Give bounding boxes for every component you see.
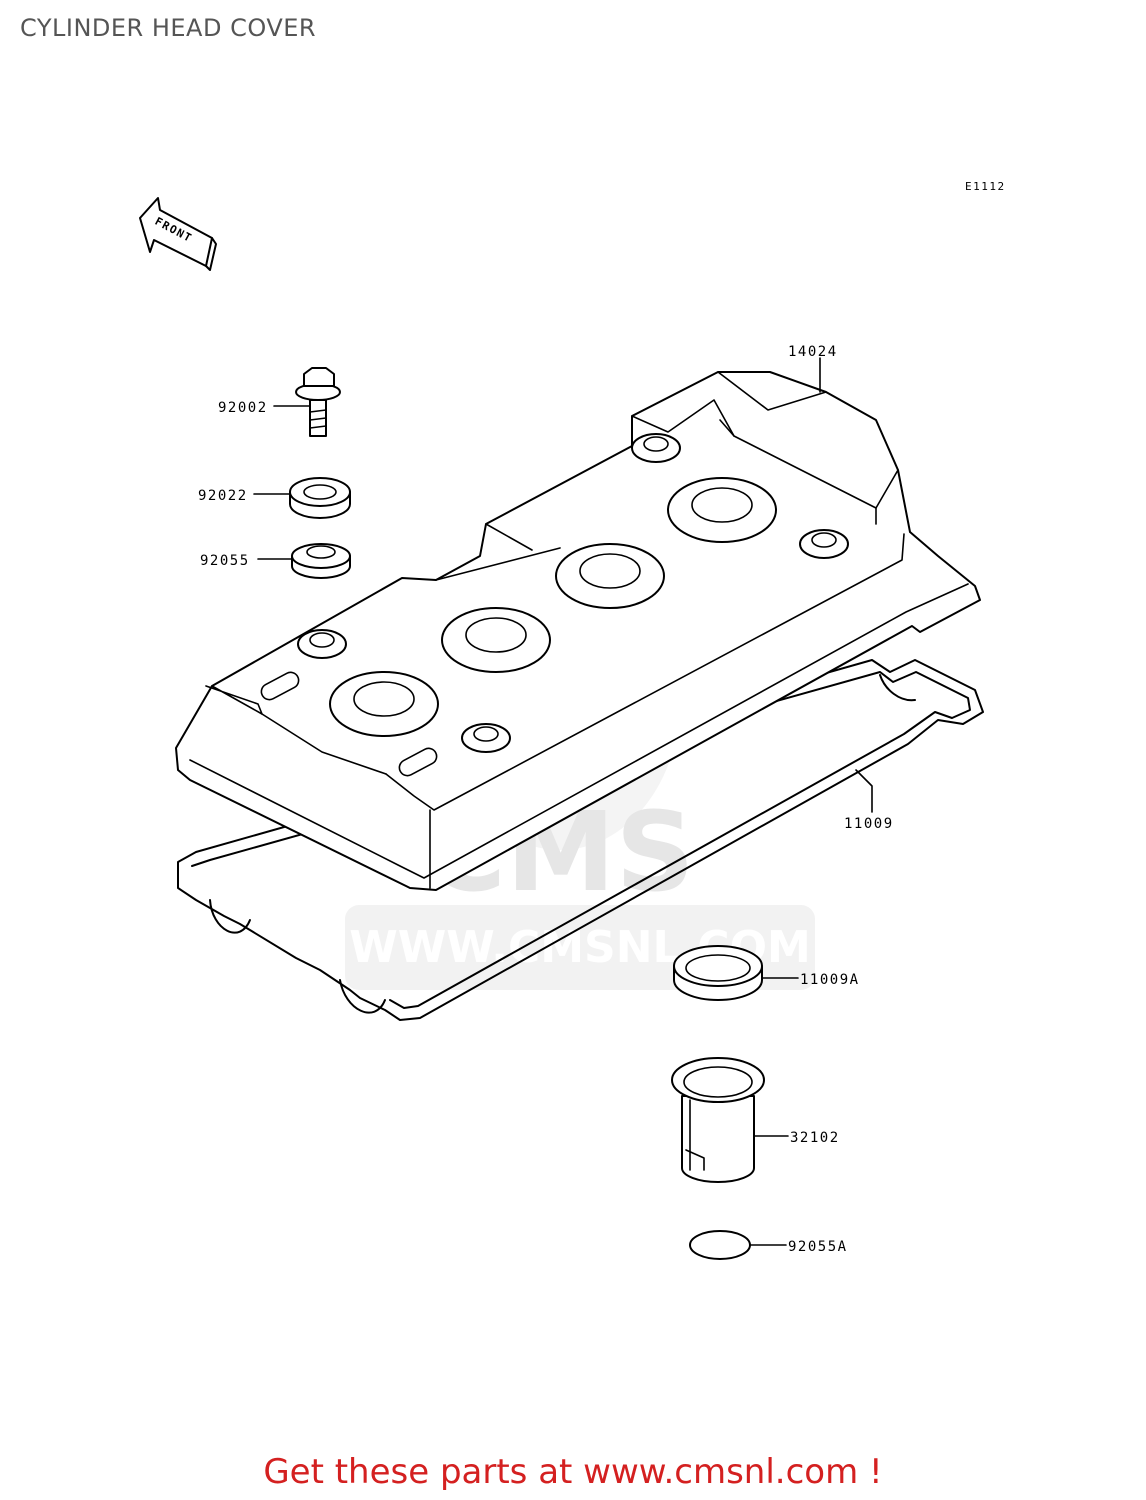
call-to-action-link[interactable]: Get these parts at www.cmsnl.com ! (263, 1452, 883, 1492)
washer-92022-icon (289, 477, 351, 519)
filter-32102-icon (671, 1057, 765, 1183)
part-label-92002: 92002 (218, 400, 268, 416)
leader-lines (253, 357, 873, 1246)
grommet-92055-icon (291, 543, 351, 579)
bolt-92002-icon (295, 367, 341, 437)
part-label-92022: 92022 (198, 488, 248, 504)
part-label-11009A: 11009A (800, 972, 860, 988)
seal-11009A-icon (673, 945, 763, 1001)
page-title: CYLINDER HEAD COVER (20, 14, 317, 42)
part-label-92055A: 92055A (788, 1239, 848, 1255)
part-label-14024: 14024 (788, 344, 838, 360)
part-label-92055: 92055 (200, 553, 250, 569)
cylinder-head-cover (175, 371, 981, 891)
part-label-11009: 11009 (844, 816, 894, 832)
front-arrow-icon: FRONT (139, 197, 217, 271)
front-label: FRONT (153, 215, 195, 246)
gasket-11009 (177, 659, 984, 1021)
part-label-32102: 32102 (790, 1130, 840, 1146)
oring-92055A-icon (689, 1230, 751, 1260)
diagram-code: E1112 (965, 180, 1006, 193)
